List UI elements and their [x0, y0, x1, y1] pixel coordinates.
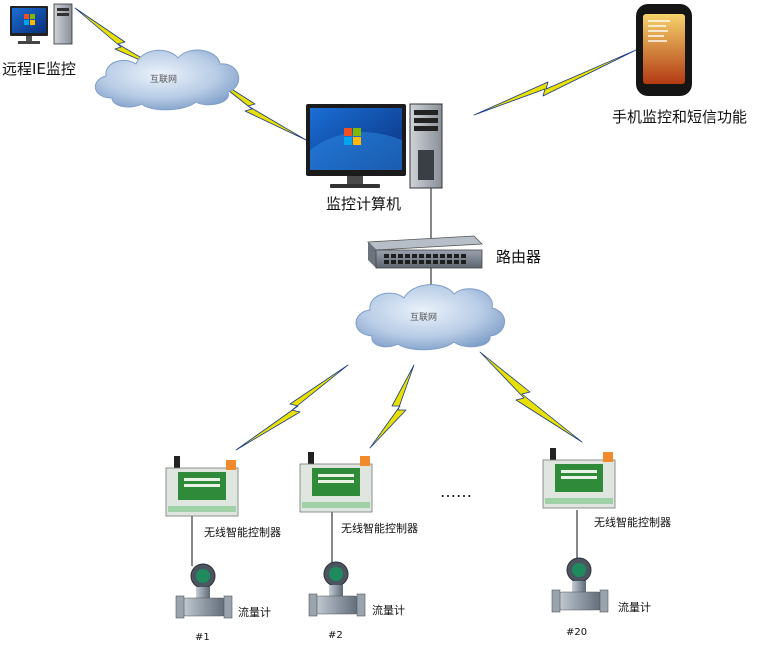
monitor-pc-label: 监控计算机: [326, 195, 402, 213]
cloud-label-remote: 互联网: [150, 74, 177, 85]
remote-ie-label: 远程IE监控: [2, 60, 76, 78]
controller-label-1: 无线智能控制器: [204, 526, 281, 539]
remote-ie-computer: [10, 3, 73, 45]
device-id-2: #2: [328, 630, 343, 641]
cloud-label-center: 互联网: [410, 312, 437, 323]
flowmeter-label-20: 流量计: [618, 601, 651, 614]
router-ports: [384, 254, 466, 264]
wireless-cloud-ctrl2: [369, 364, 415, 449]
ellipsis-label: ……: [440, 482, 472, 501]
controller-label-2: 无线智能控制器: [341, 522, 418, 535]
flowmeter-label-2: 流量计: [372, 604, 405, 617]
windows-logo-icon: [344, 128, 361, 145]
controller-label-20: 无线智能控制器: [594, 516, 671, 529]
monitoring-computer: [306, 103, 443, 189]
flowmeter-label-1: 流量计: [238, 606, 271, 619]
wireless-cloud-ctrl20: [479, 351, 583, 443]
flowmeter-2: [308, 561, 366, 617]
mobile-phone: [636, 4, 692, 96]
wireless-cloud-ctrl1: [235, 364, 349, 451]
mobile-label: 手机监控和短信功能: [612, 108, 748, 126]
internet-cloud-remote: 互联网: [95, 49, 240, 111]
device-id-20: #20: [566, 627, 588, 638]
device-id-1: #1: [195, 632, 210, 643]
flowmeter-20: [551, 557, 609, 613]
internet-cloud-center: 互联网: [355, 284, 505, 351]
controller-1: [165, 456, 239, 517]
router-device: [367, 235, 483, 269]
flowmeter-1: [175, 563, 233, 619]
router-label: 路由器: [496, 248, 542, 266]
windows-logo-icon: [24, 14, 35, 25]
controller-2: [299, 452, 373, 513]
controller-20: [542, 448, 616, 509]
